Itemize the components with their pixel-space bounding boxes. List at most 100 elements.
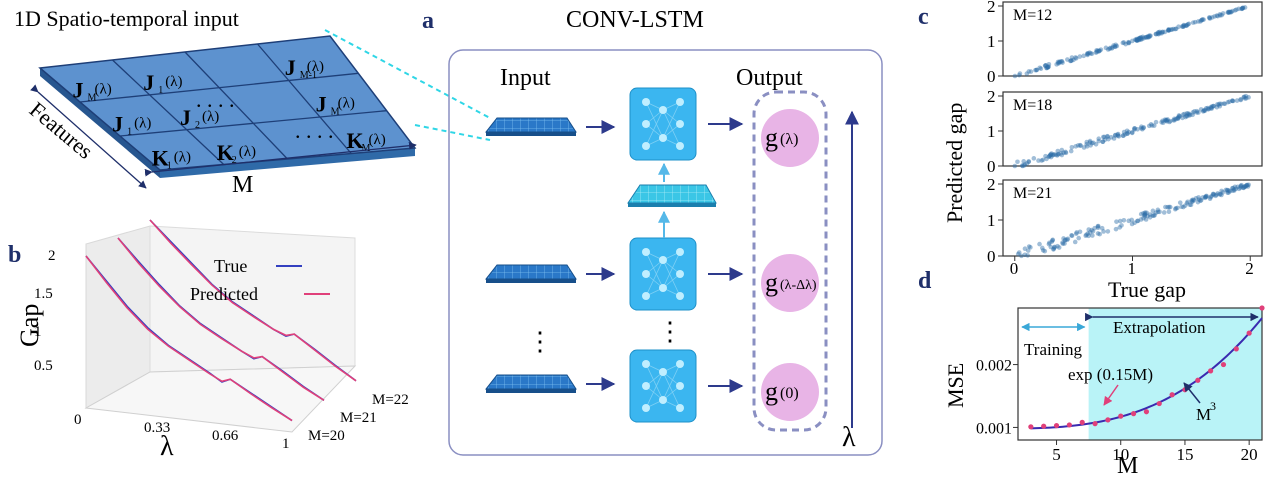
- c-point: [1043, 153, 1048, 159]
- c-point: [1025, 253, 1030, 258]
- c-point: [1228, 9, 1233, 15]
- c-point: [1139, 124, 1144, 129]
- input-tile-edge: [486, 279, 576, 283]
- c-point: [1024, 161, 1030, 166]
- c-point: [1095, 231, 1101, 236]
- c-point: [1176, 113, 1182, 118]
- c-ytick-label: 1: [987, 211, 996, 230]
- c-point: [1184, 23, 1190, 28]
- c-point: [1159, 29, 1165, 35]
- c-point: [1232, 184, 1238, 190]
- c-point: [1160, 120, 1166, 126]
- c-point: [1090, 233, 1095, 238]
- c-point: [1134, 36, 1139, 42]
- c-point: [1089, 227, 1094, 233]
- c-point: [1215, 13, 1220, 19]
- c-point: [1217, 192, 1222, 197]
- c-point: [1084, 232, 1089, 238]
- c-point: [1150, 208, 1156, 214]
- c-point: [1015, 159, 1020, 165]
- c-point: [1166, 209, 1172, 215]
- c-point: [1211, 191, 1216, 197]
- c-point: [1208, 105, 1214, 111]
- c-point: [1225, 10, 1231, 15]
- b-xtick: 0.33: [144, 420, 170, 436]
- c-point: [1212, 14, 1217, 19]
- c-point: [1243, 93, 1249, 99]
- c-point: [1059, 59, 1064, 64]
- c-point: [1047, 153, 1052, 159]
- panel-label-a: a: [422, 8, 434, 34]
- c-point: [1099, 225, 1105, 231]
- c-point: [1073, 55, 1078, 60]
- c-point: [1181, 24, 1186, 29]
- legend-true-label: True: [214, 256, 247, 276]
- c-point: [1126, 40, 1131, 46]
- c-point: [1162, 117, 1168, 122]
- c-point: [1060, 60, 1065, 65]
- c-point: [1166, 26, 1172, 32]
- c-point: [1160, 29, 1166, 35]
- b-xlabel: λ: [160, 431, 174, 462]
- c-point: [1042, 248, 1048, 254]
- nn-node: [676, 120, 684, 128]
- input-tile: [484, 374, 577, 390]
- c-point: [1140, 34, 1146, 40]
- c-point: [1246, 182, 1251, 188]
- c-point: [1101, 229, 1106, 234]
- c-point: [1121, 217, 1127, 223]
- c-point: [1238, 183, 1244, 189]
- c-point: [1072, 239, 1078, 245]
- c-point: [1198, 198, 1203, 204]
- c-point: [1107, 45, 1113, 51]
- c-point: [1129, 221, 1135, 227]
- c-point: [1037, 241, 1042, 247]
- c-point: [1105, 229, 1111, 234]
- c-point: [1069, 233, 1075, 239]
- nn-node: [676, 360, 684, 368]
- c-point: [1185, 21, 1191, 27]
- c-point: [1227, 99, 1232, 105]
- conv-lstm-frame: [448, 49, 883, 456]
- d-point: [1220, 361, 1227, 368]
- c-point: [1148, 33, 1153, 39]
- c-point: [1230, 188, 1235, 193]
- c-point: [1239, 6, 1245, 12]
- input-title: 1D Spatio-temporal input: [14, 6, 239, 31]
- c-point: [1190, 112, 1195, 118]
- c-point: [1138, 36, 1143, 41]
- c-point: [1034, 67, 1039, 73]
- nn-node: [642, 292, 650, 300]
- c-point: [1075, 143, 1081, 148]
- m-arrow: [144, 141, 417, 177]
- c-point: [1184, 200, 1190, 206]
- c-point: [1202, 195, 1208, 201]
- c-point: [1129, 130, 1135, 136]
- c-point: [1136, 36, 1142, 42]
- c-point: [1153, 210, 1159, 216]
- c-point: [1233, 186, 1239, 192]
- c-point: [1225, 190, 1230, 195]
- nn-node: [676, 270, 684, 278]
- c-point: [1057, 59, 1062, 65]
- c-point: [1199, 18, 1204, 23]
- c-point: [1012, 163, 1018, 169]
- c-point: [1183, 23, 1189, 28]
- nn-node: [676, 142, 684, 150]
- d-exp-label: exp (0.15M): [1068, 365, 1153, 384]
- c-point: [1135, 126, 1140, 132]
- c-point: [1155, 209, 1161, 215]
- c-point: [1146, 123, 1152, 129]
- c-point: [1169, 27, 1175, 32]
- c-point: [1026, 244, 1032, 249]
- c-point: [1146, 34, 1152, 40]
- c-point: [1135, 218, 1141, 224]
- c-point: [1138, 35, 1143, 41]
- c-point: [1086, 227, 1092, 232]
- d-point: [1105, 417, 1111, 423]
- c-point: [1102, 134, 1107, 140]
- c-point: [1145, 33, 1151, 39]
